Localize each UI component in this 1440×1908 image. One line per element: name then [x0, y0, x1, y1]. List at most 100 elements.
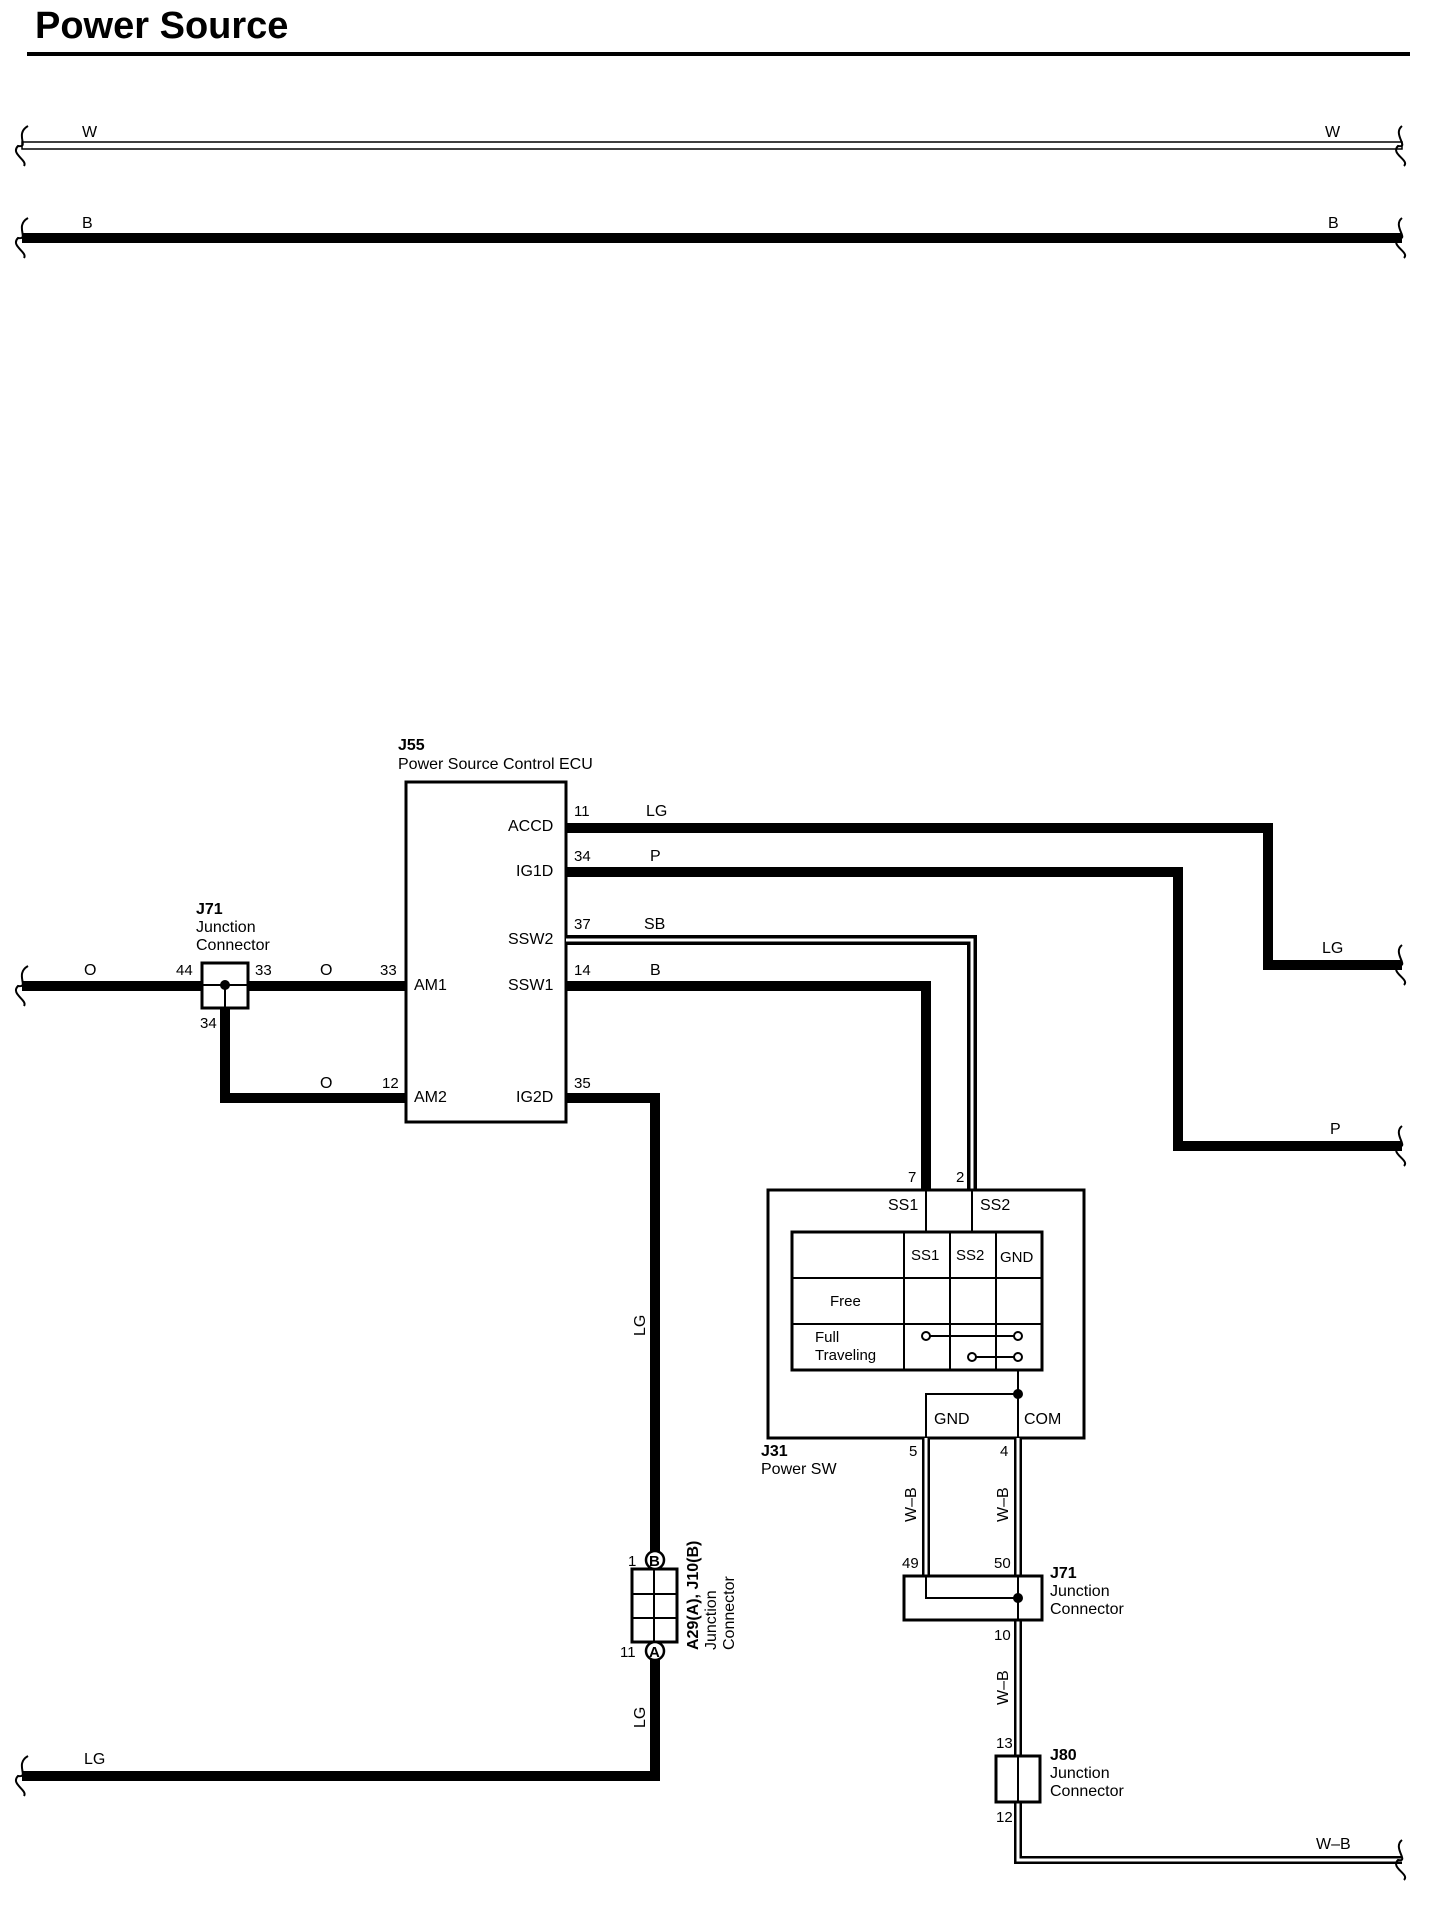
junction-connector-a29: B A 1 11 A29(A), J10(B) Junction Connect… [620, 1541, 738, 1662]
pin-number: 14 [574, 962, 591, 979]
wire-color-label: W–B [1316, 1836, 1351, 1853]
pin-ig1d: IG1D [516, 863, 553, 880]
pin-number: 33 [380, 962, 397, 979]
wire-color-label: SB [644, 916, 665, 933]
pin-number: 7 [908, 1169, 916, 1186]
splice-dot [1013, 1593, 1023, 1603]
pin-am1: AM1 [414, 977, 447, 994]
wire-color-label: B [82, 215, 93, 232]
connector-id: J80 [1050, 1747, 1077, 1764]
pin-number: 44 [176, 962, 193, 979]
wire-break-left [15, 125, 29, 167]
wire-color-label: LG [632, 1315, 649, 1336]
pin-number: 4 [1000, 1443, 1008, 1460]
wire-color-label: LG [632, 1707, 649, 1728]
connector-id: J71 [1050, 1565, 1077, 1582]
connector-label: Junction [1050, 1583, 1110, 1600]
ecu-id: J55 [398, 737, 425, 754]
wire-break-right [1395, 125, 1407, 167]
wire-break-right [1395, 217, 1407, 259]
switch-id: J31 [761, 1443, 788, 1460]
wire-lg-accd: LG LG [566, 803, 1407, 986]
wire-sb-ssw2: SB 2 [566, 916, 977, 1190]
page-title: Power Source [35, 5, 288, 47]
connector-letter: B [649, 1553, 660, 1570]
table-row-label: Free [830, 1293, 861, 1310]
wire-break-right [1395, 944, 1407, 986]
wire-color-label: W–B [903, 1487, 920, 1522]
wire-wb-com: W–B W–B W–B [995, 1438, 1407, 1881]
wire-o-am: O O O [15, 962, 406, 1103]
junction-connector-j80: 13 12 J80 Junction Connector [994, 1735, 1124, 1826]
pin-ss2: SS2 [980, 1197, 1010, 1214]
connector-letter: A [649, 1644, 660, 1661]
wire-color-label: P [1330, 1121, 1341, 1138]
wire-color-label: LG [646, 803, 667, 820]
connector-label: Connector [1050, 1601, 1124, 1618]
pin-number: 50 [994, 1555, 1011, 1572]
connector-label: Connector [196, 937, 270, 954]
wire-break-right [1395, 1839, 1407, 1881]
connector-id: J71 [196, 901, 223, 918]
table-row-label: Traveling [815, 1347, 876, 1364]
pin-number: 2 [956, 1169, 964, 1186]
pin-number: 35 [574, 1075, 591, 1092]
wire-color-label: W [1325, 124, 1341, 141]
pin-gnd: GND [934, 1411, 970, 1428]
ecu-body [404, 780, 568, 1124]
connector-label: Junction [196, 919, 256, 936]
wire-color-label: W–B [995, 1670, 1012, 1705]
pin-number: 37 [574, 916, 591, 933]
pin-number: 11 [574, 803, 590, 820]
table-row-label: Full [815, 1329, 839, 1346]
switch-table [790, 1230, 1044, 1372]
wire-color-label: O [84, 962, 96, 979]
pin-number: 34 [200, 1015, 217, 1032]
wire-wb-gnd: W–B [903, 1438, 930, 1576]
pin-number: 49 [902, 1555, 919, 1572]
pin-number: 12 [382, 1075, 399, 1092]
ecu-name: Power Source Control ECU [398, 756, 593, 773]
wire-break-left [15, 1755, 29, 1797]
ecu-j55: J55 Power Source Control ECU ACCD IG1D S… [380, 737, 593, 1124]
wire-w-top: W W [15, 124, 1407, 167]
wire-color-label: P [650, 848, 661, 865]
connector-label: Connector [721, 1576, 738, 1650]
connector-letter-circle [644, 1549, 666, 1571]
switch-name: Power SW [761, 1461, 837, 1478]
pin-accd: ACCD [508, 818, 553, 835]
pin-number: 5 [909, 1443, 917, 1460]
pin-ss1: SS1 [888, 1197, 918, 1214]
wire-p-ig1d: P P [566, 848, 1407, 1167]
connector-letter-circle [644, 1640, 666, 1662]
connector-label: Junction [703, 1590, 720, 1650]
table-header: GND [1000, 1249, 1034, 1266]
wire-color-label: W [82, 124, 98, 141]
power-switch-j31: SS1 SS2 SS1 SS2 GND Free Full Traveling … [761, 1188, 1086, 1478]
pin-number: 33 [255, 962, 272, 979]
pin-am2: AM2 [414, 1089, 447, 1106]
splice-dot [1013, 1389, 1023, 1399]
wire-break-left [15, 965, 29, 1007]
wire-color-label: LG [84, 1751, 105, 1768]
wire-color-label: W–B [995, 1487, 1012, 1522]
wire-color-label: LG [1322, 940, 1343, 957]
continuity-terminal [1013, 1331, 1023, 1341]
pin-number: 34 [574, 848, 591, 865]
pin-ssw1: SSW1 [508, 977, 553, 994]
splice-dot [220, 980, 230, 990]
table-header: SS1 [911, 1247, 939, 1264]
pin-number: 12 [996, 1809, 1013, 1826]
wire-b-ssw1: B 7 [566, 962, 931, 1190]
wire-color-label: O [320, 962, 332, 979]
continuity-terminal [1013, 1352, 1023, 1362]
pin-com: COM [1024, 1411, 1061, 1428]
wire-break-left [15, 217, 29, 259]
wire-color-label: B [1328, 215, 1339, 232]
connector-label: Connector [1050, 1783, 1124, 1800]
table-header: SS2 [956, 1247, 984, 1264]
junction-connector-j71-top: J71 Junction Connector 44 33 34 [176, 901, 272, 1032]
continuity-terminal [967, 1352, 977, 1362]
continuity-terminal [921, 1331, 931, 1341]
